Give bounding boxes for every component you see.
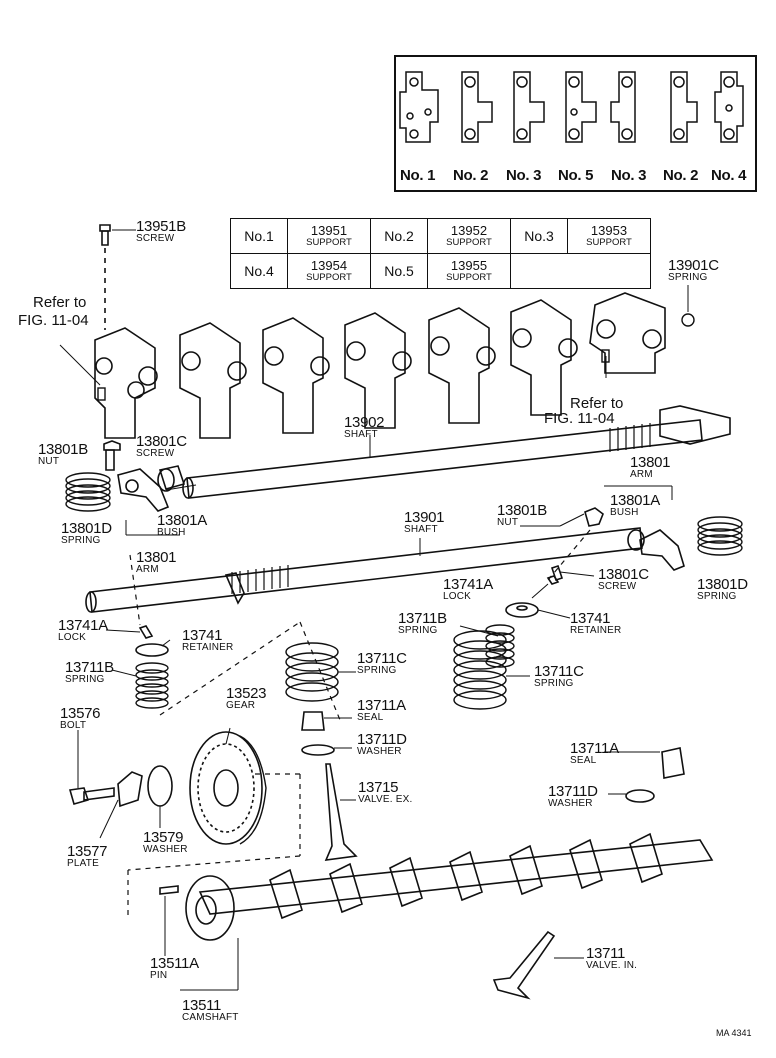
washer-13711d-right — [625, 789, 655, 803]
refer-right-line1: Refer to — [570, 395, 624, 412]
support-no: No.3 — [510, 218, 568, 254]
inset-label-3: No. 3 — [506, 167, 542, 184]
right-retainer-13741 — [505, 602, 539, 618]
refer-left-line1: Refer to — [33, 294, 87, 311]
inset-label-1: No. 1 — [400, 167, 436, 184]
support-inset-frame — [394, 55, 757, 192]
middle-spring-13711c — [285, 642, 339, 702]
figure-code: MA 4341 — [716, 1028, 752, 1038]
support-no: No.4 — [230, 253, 288, 289]
shaft-13902-drawing — [182, 405, 731, 499]
support-empty-cell — [510, 253, 651, 289]
spring-clip-13901c-drawing — [681, 313, 695, 327]
bolt-13576-drawing — [68, 787, 115, 805]
support-no: No.1 — [230, 218, 288, 254]
leader-lines — [77, 484, 660, 959]
washer-13711d-left — [301, 744, 335, 756]
right-valve-springs — [453, 624, 515, 710]
support-no: No.5 — [370, 253, 428, 289]
valve-ex-13715-drawing — [324, 763, 358, 861]
right-spring-13801d — [697, 516, 743, 556]
inset-label-5: No. 3 — [611, 167, 647, 184]
shaft-13901-drawing — [85, 527, 643, 613]
inset-label-7: No. 4 — [711, 167, 747, 184]
refer-left-line2: FIG. 11-04 — [18, 312, 89, 329]
pin-13511a-drawing — [159, 885, 179, 895]
right-arm-assembly — [546, 485, 743, 585]
camshaft-13511-drawing — [185, 832, 714, 941]
seal-13711a-left — [301, 711, 325, 731]
washer-13579-drawing — [147, 765, 173, 807]
support-no: No.2 — [370, 218, 428, 254]
plate-13577-drawing — [117, 771, 143, 808]
support-blocks — [94, 292, 666, 439]
valve-in-13711-drawing — [492, 930, 556, 1000]
left-arm-assembly — [65, 440, 186, 626]
left-spring-13801d — [65, 472, 111, 512]
inset-label-2: No. 2 — [453, 167, 489, 184]
seal-13711a-right — [661, 747, 685, 779]
inset-label-6: No. 2 — [663, 167, 699, 184]
refer-right-line2: FIG. 11-04 — [544, 410, 615, 427]
screw-13951b-drawing — [99, 224, 136, 330]
inset-label-4: No. 5 — [558, 167, 594, 184]
gear-13523-drawing — [189, 731, 267, 845]
support-plate-outlines — [399, 71, 744, 143]
